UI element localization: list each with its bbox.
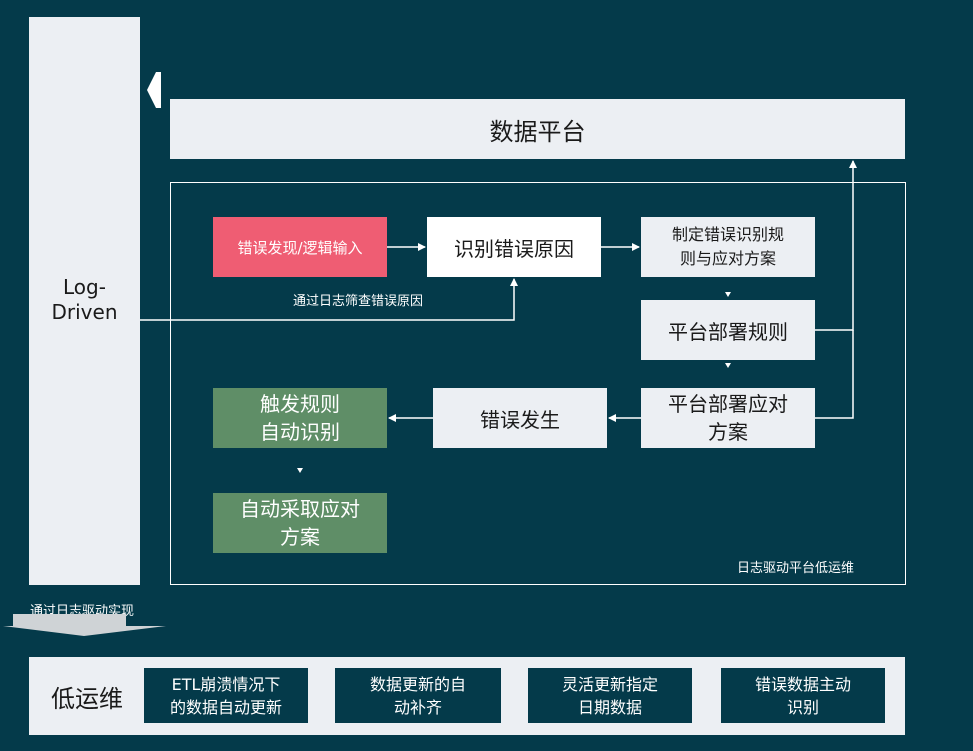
deploy-rules-node: 平台部署规则 <box>641 300 815 360</box>
low-ops-title: 低运维 <box>51 684 123 713</box>
trigger-rules-line1: 触发规则 <box>260 392 340 416</box>
low-ops-item-date-update: 灵活更新指定 日期数据 <box>528 668 692 723</box>
return-arrow-icon <box>147 72 161 108</box>
data-platform-label: 数据平台 <box>489 117 586 146</box>
data-platform-box: 数据平台 <box>170 99 905 159</box>
deploy-plan-line1: 平台部署应对 <box>668 392 788 416</box>
identify-cause-node: 识别错误原因 <box>427 217 601 277</box>
inner-frame <box>170 182 906 585</box>
error-occurs-label: 错误发生 <box>480 407 560 432</box>
deploy-rules-label: 平台部署规则 <box>668 319 788 344</box>
low-ops-item-error-detect-line1: 错误数据主动 <box>754 674 851 694</box>
log-driven-label-line2: Driven <box>51 300 118 324</box>
low-ops-item-date-update-line1: 灵活更新指定 <box>561 674 658 694</box>
low-ops-item-error-detect-line2: 识别 <box>786 697 819 717</box>
auto-action-line1: 自动采取应对 <box>240 497 360 521</box>
error-input-label: 错误发现/逻辑输入 <box>237 238 363 257</box>
auto-action-node: 自动采取应对 方案 <box>213 493 387 553</box>
low-ops-item-etl-line1: ETL崩溃情况下 <box>171 674 281 694</box>
identify-cause-label: 识别错误原因 <box>454 236 574 261</box>
error-occurs-node: 错误发生 <box>433 388 607 448</box>
low-ops-item-backfill-line2: 动补齐 <box>393 697 442 717</box>
make-rules-line1: 制定错误识别规 <box>671 225 784 244</box>
make-rules-line2: 则与应对方案 <box>679 249 776 268</box>
log-driven-label: Log- Driven <box>29 272 140 328</box>
deploy-plan-node: 平台部署应对 方案 <box>641 388 815 448</box>
log-driven-label-line1: Log- <box>63 275 106 299</box>
trigger-rules-node: 触发规则 自动识别 <box>213 388 387 448</box>
deploy-plan-line2: 方案 <box>708 420 748 444</box>
inner-frame-caption: 日志驱动平台低运维 <box>737 561 855 576</box>
trigger-rules-line2: 自动识别 <box>260 420 340 444</box>
low-ops-item-backfill-line1: 数据更新的自 <box>369 674 466 694</box>
low-ops-item-backfill: 数据更新的自 动补齐 <box>335 668 501 723</box>
low-ops-item-date-update-line2: 日期数据 <box>577 697 642 717</box>
implement-label: 通过日志驱动实现 <box>30 604 135 619</box>
low-ops-item-etl-line2: 的数据自动更新 <box>169 697 282 717</box>
error-input-node: 错误发现/逻辑输入 <box>213 217 387 277</box>
log-driven-column <box>29 17 140 585</box>
make-rules-node: 制定错误识别规 则与应对方案 <box>641 217 815 277</box>
low-ops-item-error-detect: 错误数据主动 识别 <box>721 668 885 723</box>
log-filter-label: 通过日志筛查错误原因 <box>293 294 424 309</box>
auto-action-line2: 方案 <box>280 525 320 549</box>
low-ops-item-etl: ETL崩溃情况下 的数据自动更新 <box>144 668 308 723</box>
